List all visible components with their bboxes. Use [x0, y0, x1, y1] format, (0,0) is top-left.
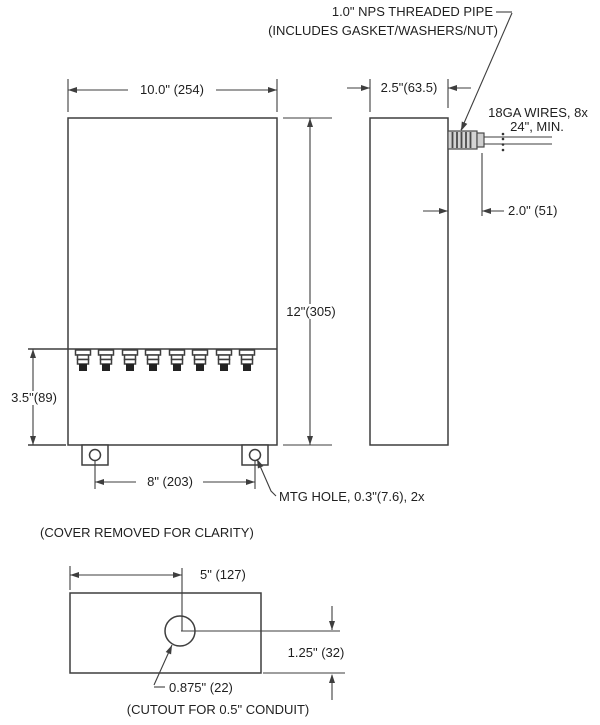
pipe-label-line2: (INCLUDES GASKET/WASHERS/NUT)	[268, 23, 498, 38]
pipe-label-line1: 1.0" NPS THREADED PIPE	[332, 4, 493, 19]
arrowhead	[30, 436, 36, 445]
wires-label-line2: 24", MIN.	[510, 119, 564, 134]
arrowhead	[68, 87, 77, 93]
terminal-tip	[243, 364, 251, 371]
mounting-hole-right	[248, 448, 262, 462]
arrowhead	[70, 572, 79, 578]
arrowhead	[307, 436, 313, 445]
mtg-hole-callout: MTG HOLE, 0.3"(7.6), 2x	[256, 458, 425, 504]
front-width-value: 10.0" (254)	[140, 82, 204, 97]
cutout-y-value: 1.25" (32)	[288, 645, 345, 660]
arrowhead	[30, 349, 36, 358]
wire-break-dots	[501, 132, 505, 152]
cutout-dia-callout: 0.875" (22)	[153, 644, 233, 695]
front-width-dimension: 10.0" (254)	[67, 79, 278, 112]
terminal-2	[97, 349, 115, 371]
terminal-body	[99, 358, 113, 365]
cover-note: (COVER REMOVED FOR CLARITY)	[40, 525, 254, 540]
arrowhead	[173, 572, 182, 578]
terminal-tip	[220, 364, 228, 371]
terminal-8	[238, 349, 256, 371]
terminal-tip	[79, 364, 87, 371]
terminal-zone-dimension: 3.5"(89)	[7, 349, 61, 445]
enclosure-side-outline	[369, 117, 449, 446]
arrowhead	[246, 479, 255, 485]
front-view	[28, 117, 278, 466]
terminal-1	[74, 349, 92, 371]
terminal-body	[76, 358, 90, 365]
pipe-extension-value: 2.0" (51)	[508, 203, 557, 218]
terminal-7	[215, 349, 233, 371]
leader-line	[460, 12, 513, 131]
side-depth-dimension: 2.5"(63.5)	[347, 79, 471, 112]
wires-callout: 18GA WIRES, 8x 24", MIN.	[488, 105, 588, 134]
arrowhead	[257, 459, 264, 469]
arrowhead	[329, 621, 335, 630]
terminal-zone-value: 3.5"(89)	[11, 390, 57, 405]
front-height-dimension: 12"(305)	[279, 117, 343, 446]
cutout-note: (CUTOUT FOR 0.5" CONDUIT)	[127, 702, 310, 717]
arrowhead	[448, 85, 457, 91]
hole-spacing-dimension: 8" (203)	[94, 461, 256, 489]
arrowhead	[461, 121, 468, 131]
text-mask	[279, 304, 343, 319]
terminal-tip	[149, 364, 157, 371]
cutout-y-dimension: 1.25" (32)	[288, 606, 345, 700]
text-mask	[128, 83, 216, 97]
arrowhead	[329, 674, 335, 683]
terminal-5	[168, 349, 186, 371]
cutout-x-dimension: 5" (127)	[69, 566, 246, 590]
terminal-body	[146, 358, 160, 365]
side-view	[369, 117, 552, 446]
pipe-nut	[476, 132, 485, 148]
dot	[501, 143, 505, 146]
terminal-block	[74, 349, 256, 371]
text-mask	[7, 391, 61, 405]
terminal-3	[121, 349, 139, 371]
enclosure-front-outline	[67, 117, 278, 446]
text-mask	[136, 475, 203, 489]
cutout-x-value: 5" (127)	[200, 567, 246, 582]
arrowhead	[95, 479, 104, 485]
arrowhead	[268, 87, 277, 93]
hole-spacing-value: 8" (203)	[147, 474, 193, 489]
arrowhead	[165, 645, 172, 655]
dot	[501, 148, 505, 152]
pipe-extension-dimension: 2.0" (51)	[423, 153, 557, 218]
wires-label-line1: 18GA WIRES, 8x	[488, 105, 588, 120]
cutout-dia-label: 0.875" (22)	[169, 680, 233, 695]
front-height-value: 12"(305)	[286, 304, 335, 319]
side-depth-value: 2.5"(63.5)	[381, 80, 438, 95]
arrowhead	[482, 208, 491, 214]
terminal-tip	[126, 364, 134, 371]
arrowhead	[439, 208, 448, 214]
terminal-tip	[196, 364, 204, 371]
terminal-tip	[102, 364, 110, 371]
terminal-4	[144, 349, 162, 371]
terminal-body	[217, 358, 231, 365]
terminal-tip	[173, 364, 181, 371]
mtg-hole-label: MTG HOLE, 0.3"(7.6), 2x	[279, 489, 425, 504]
leader-line	[256, 458, 277, 497]
terminal-6	[191, 349, 209, 371]
arrowhead	[307, 118, 313, 127]
arrowhead	[361, 85, 370, 91]
pipe-callout: 1.0" NPS THREADED PIPE (INCLUDES GASKET/…	[268, 4, 513, 131]
mounting-hole-left	[88, 448, 102, 462]
dot	[501, 132, 505, 136]
terminal-body	[240, 358, 254, 365]
dot	[501, 137, 505, 141]
terminal-body	[170, 358, 184, 365]
terminal-body	[193, 358, 207, 365]
terminal-body	[123, 358, 137, 365]
